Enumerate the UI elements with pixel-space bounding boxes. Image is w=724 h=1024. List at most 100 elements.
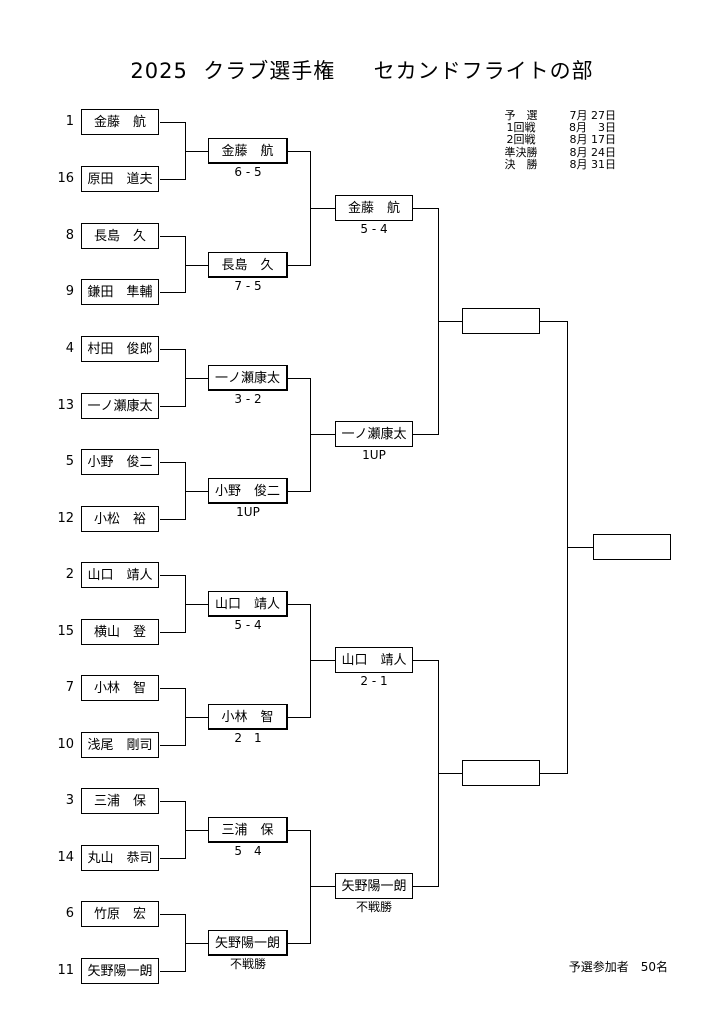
bracket-line (288, 265, 310, 266)
bracket-line (160, 688, 185, 689)
schedule-round-label: 1回戦 (506, 121, 536, 135)
match-score: 7 - 5 (234, 279, 262, 293)
round2-winner[interactable]: 一ノ瀬康太 (208, 365, 288, 391)
match-score: 不戦勝 (355, 900, 392, 914)
seed-number: 5 (65, 454, 74, 469)
champion-slot[interactable] (593, 534, 671, 560)
seed-number: 2 (65, 567, 74, 582)
schedule-round-label: 決 勝 (504, 157, 538, 171)
round2-winner[interactable]: 小野 俊二 (208, 478, 288, 504)
bracket-line (567, 547, 593, 548)
round3-winner[interactable]: 山口 靖人 (335, 647, 413, 673)
bracket-line (160, 519, 185, 520)
player-entry[interactable]: 村田 俊郎 (81, 336, 159, 362)
match-score: 1UP (362, 448, 386, 462)
round2-winner[interactable]: 矢野陽一朗 (208, 930, 288, 956)
bracket-line (540, 773, 567, 774)
seed-number: 8 (65, 228, 74, 243)
page-title: 2025 クラブ選手権 セカンドフライトの部 (130, 59, 594, 83)
bracket-line (288, 378, 310, 379)
match-score: 3 - 2 (234, 392, 262, 406)
bracket-line (160, 745, 185, 746)
player-entry[interactable]: 長島 久 (81, 223, 159, 249)
seed-number: 10 (57, 737, 74, 752)
player-entry[interactable]: 一ノ瀬康太 (81, 393, 159, 419)
player-entry[interactable]: 小野 俊二 (81, 449, 159, 475)
bracket-line (310, 660, 336, 661)
bracket-line (160, 801, 185, 802)
bracket-line (160, 858, 185, 859)
seed-number: 3 (65, 793, 74, 808)
bracket-line (185, 830, 209, 831)
bracket-line (310, 886, 336, 887)
round3-winner[interactable]: 矢野陽一朗 (335, 873, 413, 899)
bracket-line (288, 151, 310, 152)
seed-number: 7 (65, 680, 74, 695)
round3-winner[interactable]: 金藤 航 (335, 195, 413, 221)
seed-number: 15 (57, 624, 74, 639)
seed-number: 6 (65, 906, 74, 921)
bracket-line (288, 491, 310, 492)
round2-winner[interactable]: 金藤 航 (208, 138, 288, 164)
player-entry[interactable]: 横山 登 (81, 619, 159, 645)
round2-winner[interactable]: 小林 智 (208, 704, 288, 730)
schedule-date: 7月 27日 (569, 109, 617, 122)
bracket-line (185, 265, 209, 266)
bracket-line (540, 321, 567, 322)
player-entry[interactable]: 小松 裕 (81, 506, 159, 532)
match-score: 不戦勝 (229, 957, 266, 971)
match-score: 5 - 4 (360, 222, 388, 236)
schedule-date: 8月 17日 (569, 133, 617, 147)
player-entry[interactable]: 山口 靖人 (81, 562, 159, 588)
bracket-line (160, 914, 185, 915)
bracket-line (310, 378, 311, 492)
bracket-line (185, 717, 209, 718)
schedule-round-label: 予 選 (504, 109, 538, 122)
match-score: 1UP (236, 505, 260, 519)
round2-winner[interactable]: 山口 靖人 (208, 591, 288, 617)
bracket-line (160, 122, 185, 123)
seed-number: 13 (57, 398, 74, 413)
round2-winner[interactable]: 長島 久 (208, 252, 288, 278)
player-entry[interactable]: 小林 智 (81, 675, 159, 701)
bracket-line (288, 830, 310, 831)
schedule-date: 8月 31日 (569, 157, 617, 171)
match-score: 5 4 (234, 844, 262, 858)
bracket-line (288, 717, 310, 718)
player-entry[interactable]: 矢野陽一朗 (81, 958, 159, 984)
player-entry[interactable]: 丸山 恭司 (81, 845, 159, 871)
round3-winner[interactable]: 一ノ瀬康太 (335, 421, 413, 447)
bracket-line (185, 943, 209, 944)
semifinal-slot[interactable] (462, 308, 540, 334)
player-entry[interactable]: 竹原 宏 (81, 901, 159, 927)
player-entry[interactable]: 原田 道夫 (81, 166, 159, 192)
seed-number: 14 (57, 850, 74, 865)
bracket-line (412, 660, 438, 661)
bracket-line (438, 321, 462, 322)
bracket-line (288, 604, 310, 605)
match-score: 2 - 1 (360, 674, 388, 688)
bracket-line (185, 491, 209, 492)
semifinal-slot[interactable] (462, 760, 540, 786)
schedule-round-label: 準決勝 (504, 145, 538, 159)
bracket-line (412, 208, 438, 209)
bracket-line (160, 632, 185, 633)
match-score: 6 - 5 (234, 165, 262, 179)
bracket-line (160, 179, 185, 180)
bracket-line (160, 236, 185, 237)
bracket-line (160, 292, 185, 293)
player-entry[interactable]: 三浦 保 (81, 788, 159, 814)
player-entry[interactable]: 鎌田 隼輔 (81, 279, 159, 305)
player-entry[interactable]: 浅尾 剛司 (81, 732, 159, 758)
round2-winner[interactable]: 三浦 保 (208, 817, 288, 843)
seed-number: 16 (57, 171, 74, 186)
player-entry[interactable]: 金藤 航 (81, 109, 159, 135)
bracket-line (160, 406, 185, 407)
bracket-line (185, 236, 186, 293)
seed-number: 4 (65, 341, 74, 356)
bracket-line (310, 434, 336, 435)
